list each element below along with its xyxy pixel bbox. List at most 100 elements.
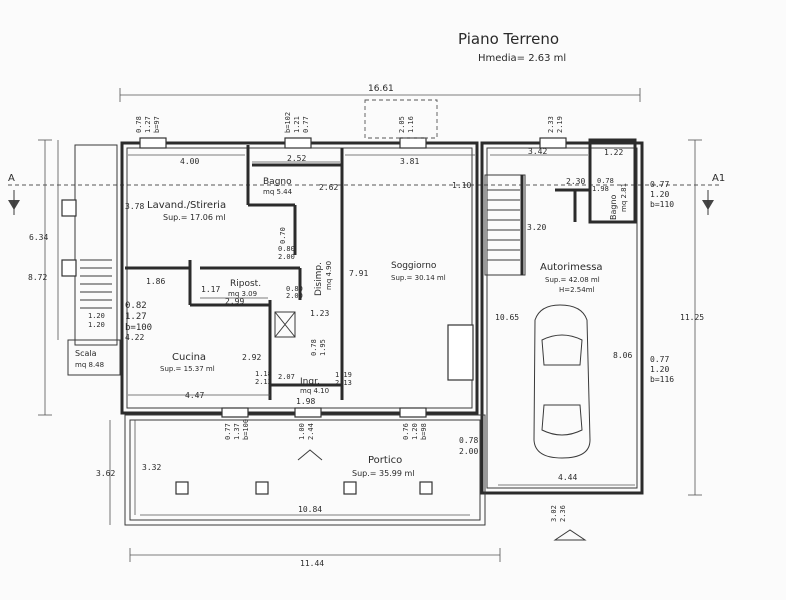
dimension-label: 1.98	[592, 185, 609, 193]
dimension-label: 2.62	[319, 183, 338, 192]
dimension-label: 0.78	[310, 339, 318, 356]
top-window-dims: 0.78 1.27 b=97 b=102 1.21 0.77 2.05 1.16…	[135, 112, 564, 133]
dimension-label: b=116	[650, 375, 674, 384]
dimension-label: 2.07	[278, 373, 295, 381]
dimension-label: 0.76	[402, 423, 410, 440]
room-name-soggiorno: Soggiorno	[391, 261, 437, 271]
dimension-label: 4.47	[185, 391, 204, 400]
dimension-label: 1.98	[296, 397, 315, 406]
room-name-ingr: Ingr.	[300, 377, 320, 387]
room-area-bagno1: mq 5.44	[263, 188, 293, 196]
internal-staircase	[484, 174, 526, 276]
dimension-label: 16.61	[368, 84, 394, 94]
dimension-label: 0.78	[597, 177, 614, 185]
dimension-label: 1.19	[335, 371, 352, 379]
dimension-label: 7.91	[349, 269, 368, 278]
dimension-label: 1.00	[298, 423, 306, 440]
room-labels: Lavand./Stireria Sup.= 17.06 ml Bagno mq…	[147, 177, 628, 478]
dimension-label: 1.37	[233, 423, 241, 440]
room-area-ingr: mq 4.10	[300, 387, 329, 395]
dimension-label: 2.13	[255, 378, 272, 386]
dimension-label: 1.20	[88, 321, 105, 329]
dimension-label: 10.84	[298, 505, 322, 514]
room-area-scala: mq 8.48	[75, 361, 104, 369]
dimension-label: 1.21	[293, 116, 301, 133]
dimension-label: 3.02	[550, 505, 558, 522]
shaft	[274, 311, 296, 338]
dimension-label: 8.72	[28, 273, 47, 282]
room-name-lavanderia: Lavand./Stireria	[147, 200, 226, 211]
dimension-label: 0.70	[279, 227, 287, 244]
dimension-label: 3.81	[400, 157, 419, 166]
dimension-label: 4.44	[558, 473, 577, 482]
dimension-label: 11.44	[300, 559, 324, 568]
dimension-label: 3.62	[96, 469, 115, 478]
room-area-disimp: mq 4.90	[325, 261, 333, 290]
dimension-label: 0.80	[278, 245, 295, 253]
external-staircase: Scala mq 8.48 1.20 1.20	[61, 144, 121, 376]
dimension-label: 1.17	[201, 285, 220, 294]
dimension-label: 1.18	[255, 370, 272, 378]
bottom-windows	[221, 407, 427, 418]
room-area-bagno2: mq 2.81	[620, 183, 628, 212]
dimension-label: 0.77	[224, 423, 232, 440]
dimension-label: 2.00	[286, 292, 303, 300]
dimension-label: 2.44	[307, 423, 315, 440]
dimension-label: 3.42	[528, 147, 547, 156]
room-name-ripost: Ripost.	[230, 279, 261, 289]
dimension-label: 2.52	[287, 154, 306, 163]
dimension-label: 0.78	[135, 116, 143, 133]
section-line-a: A A1	[8, 173, 725, 215]
plan-subtitle: Hmedia= 2.63 ml	[478, 53, 566, 64]
dimension-label: 2.00	[459, 447, 478, 456]
room-area-autorimessa: Sup.= 42.08 ml	[545, 276, 600, 284]
interior-dimension-lines	[128, 154, 635, 562]
dimension-label: 2.00	[278, 253, 295, 261]
dimension-label: 4.00	[180, 157, 199, 166]
right-dimensions: 11.25	[680, 139, 704, 496]
fireplace	[447, 324, 474, 381]
dimension-label: 2.36	[559, 505, 567, 522]
dimension-label: 10.65	[495, 313, 519, 322]
dimension-label: 1.10	[452, 181, 471, 190]
section-mark-right: A1	[712, 173, 725, 184]
dimension-label: 1.20	[650, 190, 669, 199]
dimension-label: 2.05	[398, 116, 406, 133]
dimension-label: 1.20	[650, 365, 669, 374]
dimension-label: b=97	[153, 116, 161, 133]
dimension-label: 1.95	[319, 339, 327, 356]
dimension-label: 0.82	[125, 301, 147, 311]
section-mark-left: A	[8, 173, 15, 184]
dimension-label: 1.23	[310, 309, 329, 318]
dimension-label: 1.22	[604, 148, 623, 157]
top-dimension: 16.61	[119, 84, 641, 102]
dimension-label: 1.27	[125, 312, 147, 322]
dimension-label: 3.20	[527, 223, 546, 232]
room-name-cucina: Cucina	[172, 352, 206, 363]
dimension-label: 8.06	[613, 351, 632, 360]
dimension-label: 2.30	[566, 177, 585, 186]
dimension-label: 0.78	[459, 436, 478, 445]
dimension-label: b=100	[242, 419, 250, 440]
dimension-label: 6.34	[29, 233, 48, 242]
room-name-autorimessa: Autorimessa	[540, 262, 603, 273]
dimension-label: 1.20	[411, 423, 419, 440]
dimension-label: b=100	[125, 323, 152, 333]
room-area-soggiorno: Sup.= 30.14 ml	[391, 274, 446, 282]
dimension-label: b=110	[650, 200, 674, 209]
room-name-portico: Portico	[368, 455, 402, 466]
room-name-bagno2: Bagno	[609, 194, 618, 220]
entrance-arrow-icon	[553, 529, 587, 541]
top-windows	[139, 99, 567, 149]
dimension-label: 2.99	[225, 297, 244, 306]
dimension-label: 1.27	[144, 116, 152, 133]
plan-title: Piano Terreno	[458, 30, 559, 48]
dimension-label: 1.86	[146, 277, 165, 286]
dimension-label: 1.20	[88, 312, 105, 320]
dimension-label: 0.80	[286, 285, 303, 293]
dimension-label: 0.77	[650, 180, 669, 189]
room-area-cucina: Sup.= 15.37 ml	[160, 365, 215, 373]
car-icon	[533, 304, 591, 459]
dimension-labels: 4.00 2.52 3.81 3.42 1.22 1.10 2.30 0.78 …	[125, 147, 674, 568]
